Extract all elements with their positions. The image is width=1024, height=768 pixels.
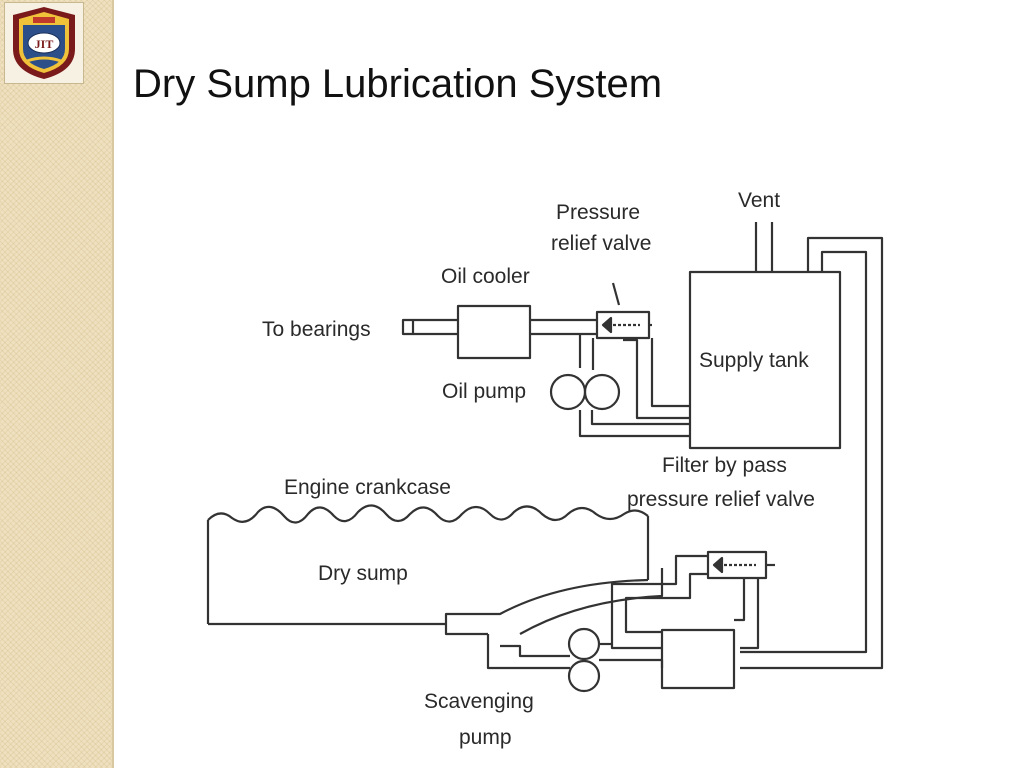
label-pressure-1: Pressure <box>556 201 640 224</box>
label-scavenging-2: pump <box>459 726 512 749</box>
supply-tank <box>688 270 842 450</box>
label-scavenging-1: Scavenging <box>424 690 534 713</box>
label-dry-sump: Dry sump <box>318 562 408 585</box>
oil-pump-gear-left <box>549 373 587 411</box>
label-filter-bypass-1: Filter by pass <box>662 454 787 477</box>
crankcase-wavy-edge <box>207 504 649 524</box>
bearing-pipe-end <box>401 318 415 336</box>
slide-title: Dry Sump Lubrication System <box>133 62 663 106</box>
label-oil-cooler: Oil cooler <box>441 265 530 288</box>
college-logo: JIT <box>4 2 84 84</box>
scavenging-pump-gear-top <box>567 627 601 661</box>
label-vent: Vent <box>738 189 780 212</box>
label-oil-pump: Oil pump <box>442 380 526 403</box>
slide-sidebar <box>0 0 114 768</box>
label-supply-tank: Supply tank <box>699 349 809 372</box>
oil-cooler-box <box>456 304 532 360</box>
label-engine-crankcase: Engine crankcase <box>284 476 451 499</box>
oil-pump-gear-right <box>583 373 621 411</box>
logo-text: JIT <box>35 37 54 51</box>
scavenging-pump-gear-bottom <box>567 659 601 693</box>
label-filter-bypass-2: pressure relief valve <box>627 488 815 511</box>
oil-filter-box <box>660 628 736 690</box>
logo-emblem-icon: JIT <box>13 7 75 79</box>
label-to-bearings: To bearings <box>262 318 371 341</box>
label-pressure-2: relief valve <box>551 232 651 255</box>
